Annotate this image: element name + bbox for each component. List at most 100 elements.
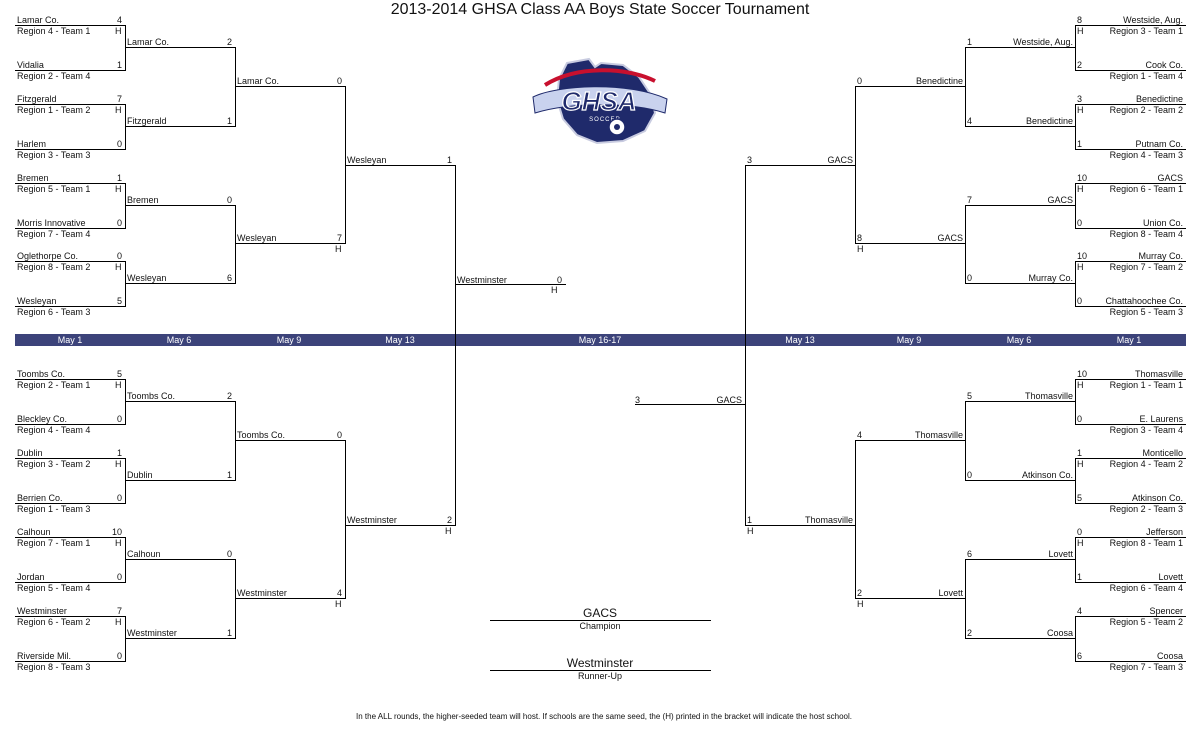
score: 7 [967, 195, 973, 205]
score: 7 [116, 606, 122, 616]
left_bottom-r1-line [15, 537, 126, 538]
seed-label: Region 1 - Team 2 [17, 105, 91, 115]
team-name: Benedictine [915, 76, 963, 86]
seed-label: Region 5 - Team 4 [17, 583, 91, 593]
host-marker: H [115, 105, 122, 115]
team-name: Toombs Co. [17, 369, 66, 379]
champion-name: GACS [582, 606, 617, 620]
seed-label: Region 1 - Team 3 [17, 504, 91, 514]
right_top-r3-line [855, 243, 966, 244]
team-name: Murray Co. [1138, 251, 1183, 261]
score: 6 [967, 549, 973, 559]
seed-label: Region 3 - Team 3 [17, 150, 91, 160]
team-name: Wesleyan [127, 273, 167, 283]
seed-label: Region 4 - Team 1 [17, 26, 91, 36]
team-name: Coosa [1046, 628, 1073, 638]
score: 1 [1077, 572, 1083, 582]
logo-subtext: SOCCER [589, 117, 621, 123]
right_bottom-connector [1075, 537, 1076, 583]
left_top-r1-line [15, 149, 126, 150]
team-name: Lovett [1158, 572, 1183, 582]
team-name: Westminster [17, 606, 67, 616]
right_bottom-connector [965, 559, 966, 639]
team-name: Westminster [457, 275, 507, 285]
score: 10 [111, 527, 122, 537]
right_bottom-r1-line [1075, 537, 1186, 538]
score: 0 [226, 195, 232, 205]
right_top-connector [965, 205, 966, 284]
seed-label: Region 5 - Team 2 [1109, 617, 1183, 627]
score: 4 [967, 116, 973, 126]
score: 2 [857, 588, 863, 598]
score: 3 [635, 395, 641, 405]
score: 8 [857, 233, 863, 243]
left_bottom-r1-line [15, 661, 126, 662]
left_top-r1-line [15, 25, 126, 26]
score: 0 [116, 572, 122, 582]
right_bottom-r1-line [1075, 503, 1186, 504]
score: 0 [556, 275, 562, 285]
score: 6 [226, 273, 232, 283]
score: 3 [747, 155, 753, 165]
right_bottom-r1-line [1075, 582, 1186, 583]
left_top-r2-line [125, 47, 236, 48]
left_bottom-connector [125, 379, 126, 425]
seed-label: Region 6 - Team 1 [1109, 184, 1183, 194]
score: 1 [1077, 139, 1083, 149]
left_bottom-connector [235, 559, 236, 639]
team-name: Lamar Co. [127, 37, 170, 47]
round-date-left-3: May 9 [276, 335, 302, 345]
score: 1 [226, 628, 232, 638]
score: 1 [1077, 448, 1083, 458]
round-date-left-1: May 1 [57, 335, 83, 345]
right_bottom-r1-line [1075, 424, 1186, 425]
right_bottom-r2-line [965, 638, 1076, 639]
left_bottom-r4-line [345, 525, 456, 526]
team-name: Wesleyan [347, 155, 387, 165]
left_bottom-connector [125, 458, 126, 504]
score: 4 [1077, 606, 1083, 616]
right_bottom-connector [1075, 616, 1076, 662]
seed-label: Region 3 - Team 1 [1109, 26, 1183, 36]
seed-label: Region 8 - Team 2 [17, 262, 91, 272]
left_top-connector [125, 261, 126, 307]
score: 7 [336, 233, 342, 243]
seed-label: Region 2 - Team 3 [1109, 504, 1183, 514]
score: 1 [967, 37, 973, 47]
score: 0 [1077, 218, 1083, 228]
team-name: Westminster [127, 628, 177, 638]
runner-up-line [490, 670, 711, 671]
team-name: GACS [937, 233, 963, 243]
score: 1 [116, 448, 122, 458]
left_top-connector [235, 47, 236, 127]
team-name: Jefferson [1146, 527, 1183, 537]
team-name: Benedictine [1135, 94, 1183, 104]
left_top-r2-line [125, 205, 236, 206]
score: 3 [1077, 94, 1083, 104]
seed-label: Region 4 - Team 4 [17, 425, 91, 435]
right_top-connector [1075, 25, 1076, 71]
host-marker: H [115, 538, 122, 548]
left_bottom-r2-line [125, 559, 236, 560]
left_bottom-connector [125, 537, 126, 583]
host-marker: H [551, 285, 558, 295]
right_top-r2-line [965, 283, 1076, 284]
team-name: Fitzgerald [127, 116, 167, 126]
right_bottom-r3-line [855, 598, 966, 599]
host-marker: H [1077, 380, 1084, 390]
host-marker: H [115, 380, 122, 390]
seed-label: Region 3 - Team 2 [17, 459, 91, 469]
team-name: Atkinson Co. [1021, 470, 1073, 480]
score: 6 [1077, 651, 1083, 661]
score: 0 [116, 651, 122, 661]
left_top-r1-line [15, 70, 126, 71]
right_top-r1-line [1075, 306, 1186, 307]
seed-label: Region 4 - Team 3 [1109, 150, 1183, 160]
score: 0 [857, 76, 863, 86]
score: 1 [446, 155, 452, 165]
team-name: Harlem [17, 139, 47, 149]
score: 2 [446, 515, 452, 525]
score: 0 [116, 139, 122, 149]
team-name: Chattahoochee Co. [1105, 296, 1183, 306]
